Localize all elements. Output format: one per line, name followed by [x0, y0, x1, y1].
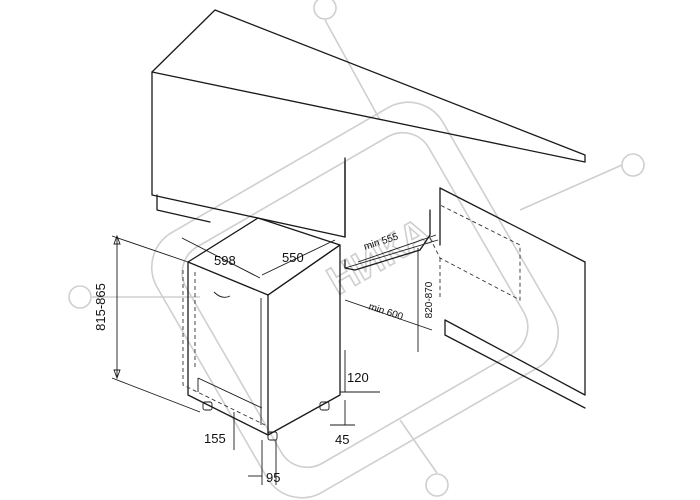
dishwasher	[182, 217, 341, 441]
label-plinth-gap: 45	[335, 432, 349, 447]
label-niche-height: 820-870	[424, 281, 435, 318]
dimension-lines	[111, 234, 437, 485]
label-niche-width: min 600	[367, 301, 405, 323]
label-plinth-height: 120	[347, 370, 369, 385]
label-width: 598	[214, 253, 236, 268]
label-depth: 550	[282, 250, 304, 265]
watermark-text: НИКА	[320, 210, 438, 304]
label-foot-setback: 95	[266, 470, 280, 485]
watermark-logo: НИКА	[68, 0, 645, 499]
label-foot-offset: 155	[204, 431, 226, 446]
counter-cabinet	[151, 9, 586, 409]
label-height-range: 815-865	[93, 283, 108, 331]
